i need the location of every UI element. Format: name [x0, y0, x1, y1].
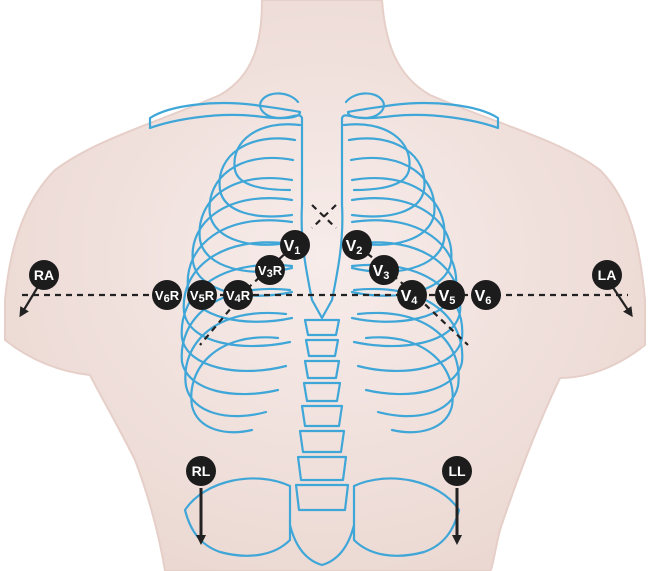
electrode-v3r: V3R: [255, 255, 285, 285]
electrode-v4: V4: [397, 280, 427, 310]
electrode-ra-label: RA: [34, 267, 54, 283]
electrode-v5: V5: [435, 280, 465, 310]
electrode-ll-label: LL: [448, 463, 466, 479]
electrode-v2: V2: [342, 230, 372, 260]
electrode-la: LA: [592, 260, 622, 290]
electrode-v6: V6: [471, 280, 501, 310]
electrode-rl-label: RL: [192, 463, 211, 479]
electrode-v3: V3: [369, 255, 399, 285]
electrode-v5r: V5R: [187, 280, 217, 310]
electrode-v4r: V4R: [223, 280, 253, 310]
electrode-v1: V1: [280, 230, 310, 260]
electrode-ra: RA: [29, 260, 59, 290]
electrode-rl: RL: [186, 456, 216, 486]
electrode-la-label: LA: [598, 267, 617, 283]
electrode-v6r: V6R: [152, 280, 182, 310]
electrode-ll: LL: [442, 456, 472, 486]
